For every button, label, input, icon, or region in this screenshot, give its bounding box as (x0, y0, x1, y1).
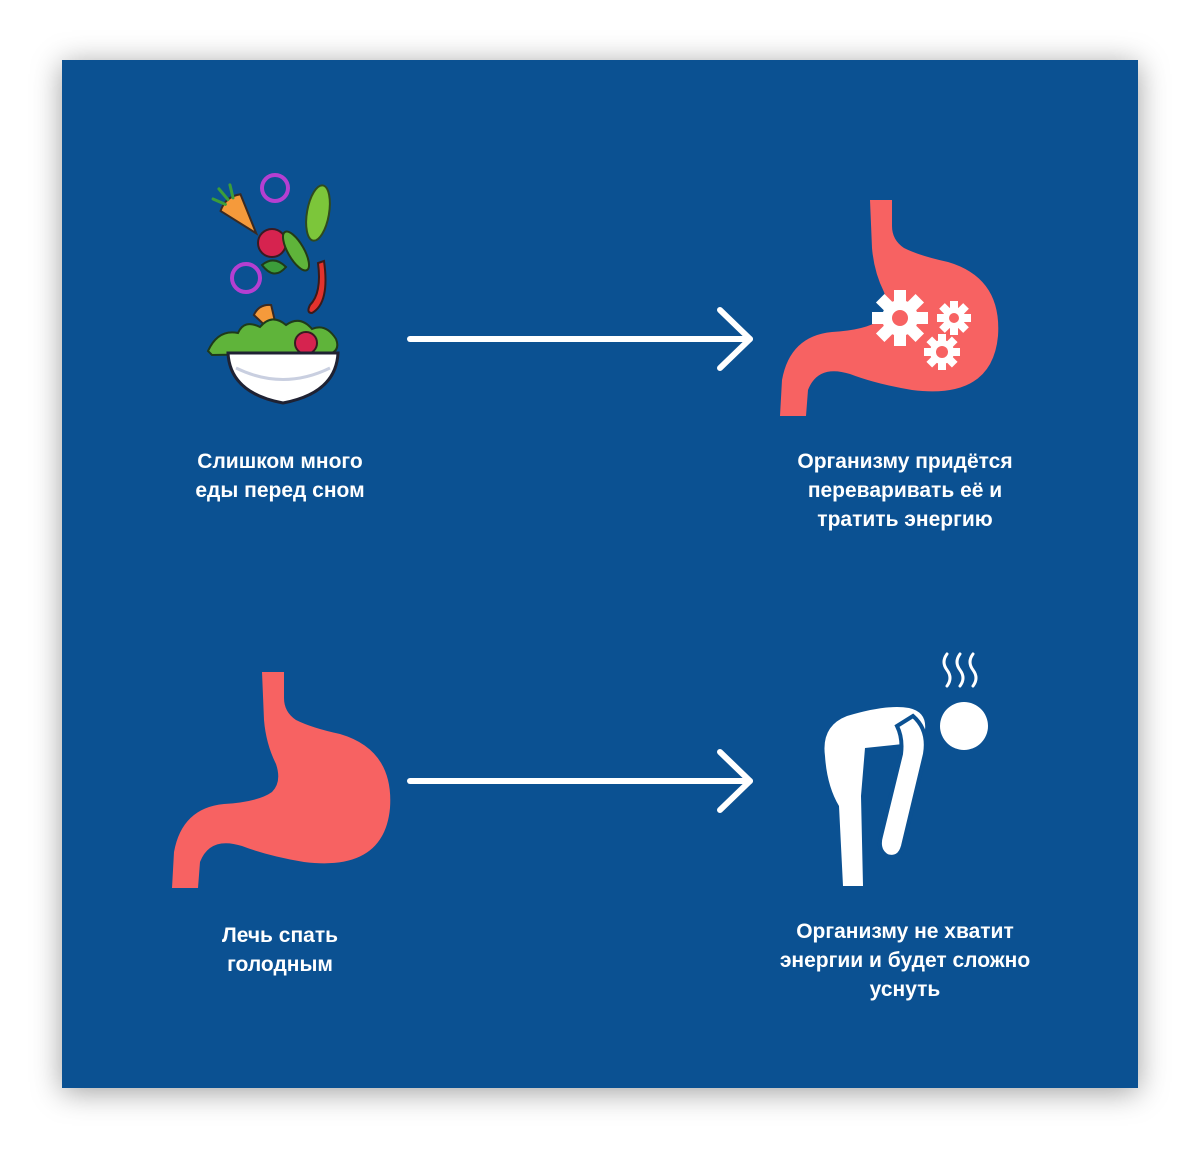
step-caption-no-energy: Организму не хватит энергии и будет слож… (779, 920, 1031, 1001)
arrow-right-icon (407, 307, 753, 371)
salad-bowl-icon (206, 173, 340, 405)
step-caption-digestion: Организму придётся переваривать её и тра… (797, 450, 1013, 531)
stomach-digesting-icon (780, 200, 999, 416)
infographic-card: Слишком много еды перед сном Организму п… (62, 60, 1138, 1088)
step-caption-too-much-food: Слишком много еды перед сном (195, 450, 365, 502)
stomach-icon (172, 672, 391, 888)
step-caption-sleep-hungry: Лечь спать голодным (221, 924, 339, 976)
exhausted-person-icon (824, 652, 988, 886)
arrow-right-icon (407, 749, 753, 813)
